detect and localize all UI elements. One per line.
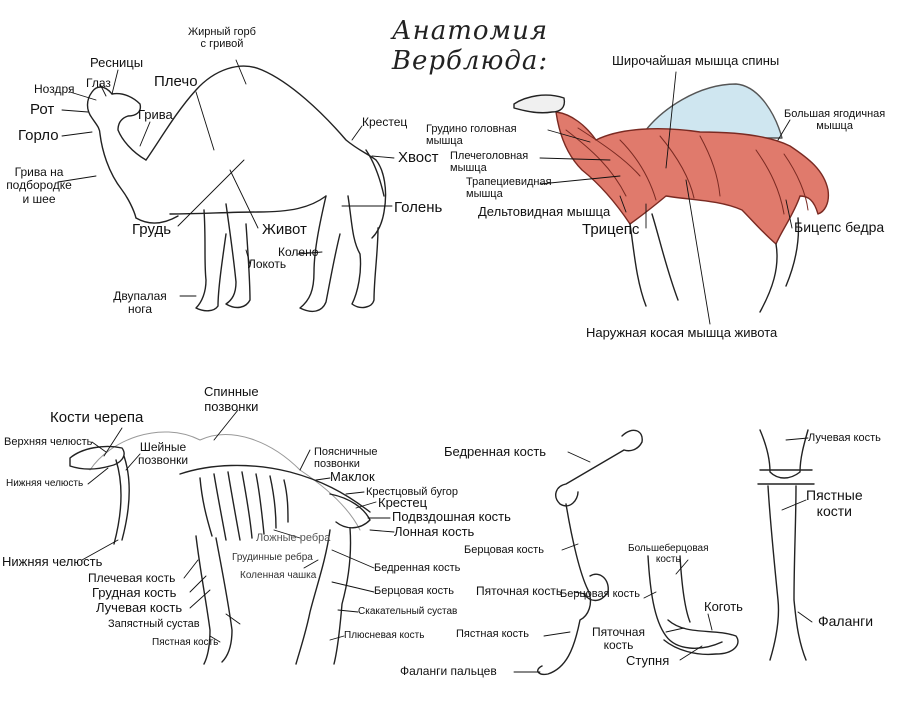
label-hump-line2: с гривой bbox=[200, 38, 244, 51]
label-radius-skeleton: Лучевая кость bbox=[96, 600, 183, 615]
label-hindleg-phalanges: Фаланги пальцев bbox=[400, 664, 497, 678]
label-triceps: Трицепс bbox=[582, 221, 640, 238]
label-brachiocephalic-line1: Плечеголовная bbox=[450, 150, 529, 162]
label-femur-skeleton: Бедренная кость bbox=[374, 562, 461, 574]
camel-external-outline bbox=[86, 65, 387, 313]
label-mane: Грива bbox=[138, 107, 173, 122]
label-foot-sole: Ступня bbox=[626, 653, 670, 668]
label-lumbar-vertebrae-line1: Поясничные bbox=[314, 446, 378, 458]
label-foreleg-metacarpal: Пястные кости bbox=[806, 487, 863, 519]
label-foot-heel-line2: кость bbox=[603, 638, 634, 653]
label-shin: Голень bbox=[394, 199, 443, 216]
label-neck-vertebrae: Шейные позвонки bbox=[138, 440, 189, 468]
label-foot-line2: нога bbox=[127, 302, 153, 317]
label-upper-jaw: Верхняя челюсть bbox=[4, 436, 93, 448]
page-title: Анатомия Верблюда: bbox=[391, 16, 549, 76]
label-deltoid: Дельтовидная мышца bbox=[478, 204, 611, 219]
label-hindleg-tibia: Берцовая кость bbox=[464, 544, 544, 556]
camel-muscles bbox=[513, 83, 830, 313]
label-foot: Двупалая нога bbox=[100, 289, 180, 317]
label-foot-big-tibia: Большеберцовая кость bbox=[628, 543, 709, 565]
label-brachiocephalic: Плечеголовная мышца bbox=[450, 150, 528, 175]
label-mouth: Рот bbox=[30, 101, 55, 118]
label-neck-vertebrae-line1: Шейные bbox=[139, 440, 187, 454]
label-sternal-ribs: Грудинные ребра bbox=[232, 552, 313, 563]
label-lumbar-vertebrae: Поясничные позвонки bbox=[314, 446, 378, 471]
label-ilium: Подвздошная кость bbox=[392, 509, 511, 524]
camel-skeleton bbox=[69, 431, 371, 665]
label-lower-jaw: Нижняя челюсть bbox=[2, 554, 103, 569]
label-maklok: Маклок bbox=[330, 469, 375, 484]
label-kneecap: Коленная чашка bbox=[240, 570, 317, 581]
label-foot-heel: Пяточная кость bbox=[592, 625, 645, 653]
label-metatarsal: Плюсневая кость bbox=[344, 630, 425, 641]
label-hump: Жирный горб с гривой bbox=[188, 26, 256, 51]
label-spinal-vertebrae-line2: позвонки bbox=[204, 398, 259, 414]
label-foot-tibia: Берцовая кость bbox=[560, 588, 640, 600]
label-sternocephalic: Грудино головная мышца bbox=[426, 123, 517, 148]
label-foot-big-tibia-line2: кость bbox=[655, 554, 681, 566]
label-foreleg-metacarpal-line1: Пястные bbox=[806, 487, 863, 503]
label-spinal-vertebrae-line1: Спинные bbox=[204, 384, 259, 399]
label-hindleg-metacarpal: Пястная кость bbox=[456, 628, 529, 640]
label-spinal-vertebrae: Спинные позвонки bbox=[204, 384, 259, 414]
label-foot-claw: Коготь bbox=[704, 599, 743, 614]
label-gluteus-line1: Большая ягодичная bbox=[784, 108, 886, 120]
label-throat: Горло bbox=[18, 127, 59, 144]
label-chin-mane-line2: подбородке bbox=[6, 178, 72, 193]
label-hindleg-heel: Пяточная кость bbox=[476, 584, 563, 598]
label-hump-line1: Жирный горб bbox=[188, 26, 256, 38]
label-tail: Хвост bbox=[398, 149, 439, 166]
label-foot-big-tibia-line1: Большеберцовая bbox=[628, 543, 709, 554]
label-sacrum: Крестец bbox=[362, 115, 408, 129]
label-eyelashes: Ресницы bbox=[90, 55, 144, 70]
label-hindleg-femur: Бедренная кость bbox=[444, 444, 547, 459]
label-chin-mane-line3: и шее bbox=[22, 191, 56, 206]
label-gluteus-line2: мышца bbox=[816, 120, 853, 133]
label-tibia-skeleton: Берцовая кость bbox=[374, 585, 454, 597]
label-sacral-tuber: Крестцовый бугор bbox=[366, 486, 458, 498]
label-shoulder: Плечо bbox=[154, 73, 198, 90]
label-foreleg-phalanges: Фаланги bbox=[818, 613, 874, 629]
label-trapezius: Трапециевидная мышца bbox=[466, 176, 552, 201]
label-tarsal-joint: Скакательный сустав bbox=[358, 606, 458, 617]
foreleg-bones bbox=[757, 429, 815, 661]
label-gluteus: Большая ягодичная мышца bbox=[784, 108, 885, 133]
label-belly: Живот bbox=[262, 221, 307, 238]
label-eye: Глаз bbox=[86, 76, 111, 90]
label-foreleg-radius: Лучевая кость bbox=[808, 432, 881, 444]
label-sacrum-bone: Крестец bbox=[378, 495, 428, 510]
label-chin-mane: Грива на подбородке и шее bbox=[4, 165, 74, 206]
label-carpal-joint: Запястный сустав bbox=[108, 618, 200, 630]
label-biceps-femoris: Бицепс бедра bbox=[794, 219, 885, 235]
label-false-ribs: Ложные ребра bbox=[256, 532, 331, 544]
label-latissimus: Широчайшая мышца спины bbox=[612, 53, 780, 68]
label-metacarpal-skeleton: Пястная кость bbox=[152, 637, 219, 648]
label-humerus: Плечевая кость bbox=[88, 571, 176, 585]
label-skull: Кости черепа bbox=[50, 409, 144, 426]
label-external-oblique: Наружная косая мышца живота bbox=[586, 325, 778, 340]
label-trapezius-line2: мышца bbox=[466, 188, 503, 201]
label-sternocephalic-line2: мышца bbox=[426, 135, 463, 148]
label-foot-line1: Двупалая bbox=[113, 289, 167, 303]
label-elbow: Локоть bbox=[248, 257, 287, 271]
foot-bones bbox=[647, 555, 739, 656]
label-chest: Грудь bbox=[132, 221, 172, 238]
label-nostril: Ноздря bbox=[34, 82, 75, 96]
label-sternum: Грудная кость bbox=[92, 585, 177, 600]
label-lumbar-vertebrae-line2: позвонки bbox=[314, 458, 360, 471]
label-brachiocephalic-line2: мышца bbox=[450, 162, 487, 175]
label-pubis: Лонная кость bbox=[394, 524, 475, 539]
leader-lines bbox=[57, 59, 813, 673]
label-lower-jaw-small: Нижняя челюсть bbox=[6, 478, 84, 489]
label-chin-mane-line1: Грива на bbox=[14, 165, 64, 179]
label-knee: Колено bbox=[278, 245, 319, 259]
label-trapezius-line1: Трапециевидная bbox=[466, 176, 552, 188]
label-foot-heel-line1: Пяточная bbox=[592, 625, 645, 639]
hindleg-bones bbox=[537, 429, 643, 676]
label-neck-vertebrae-line2: позвонки bbox=[138, 453, 189, 468]
label-sternocephalic-line1: Грудино головная bbox=[426, 123, 517, 135]
label-foreleg-metacarpal-line2: кости bbox=[816, 502, 852, 519]
